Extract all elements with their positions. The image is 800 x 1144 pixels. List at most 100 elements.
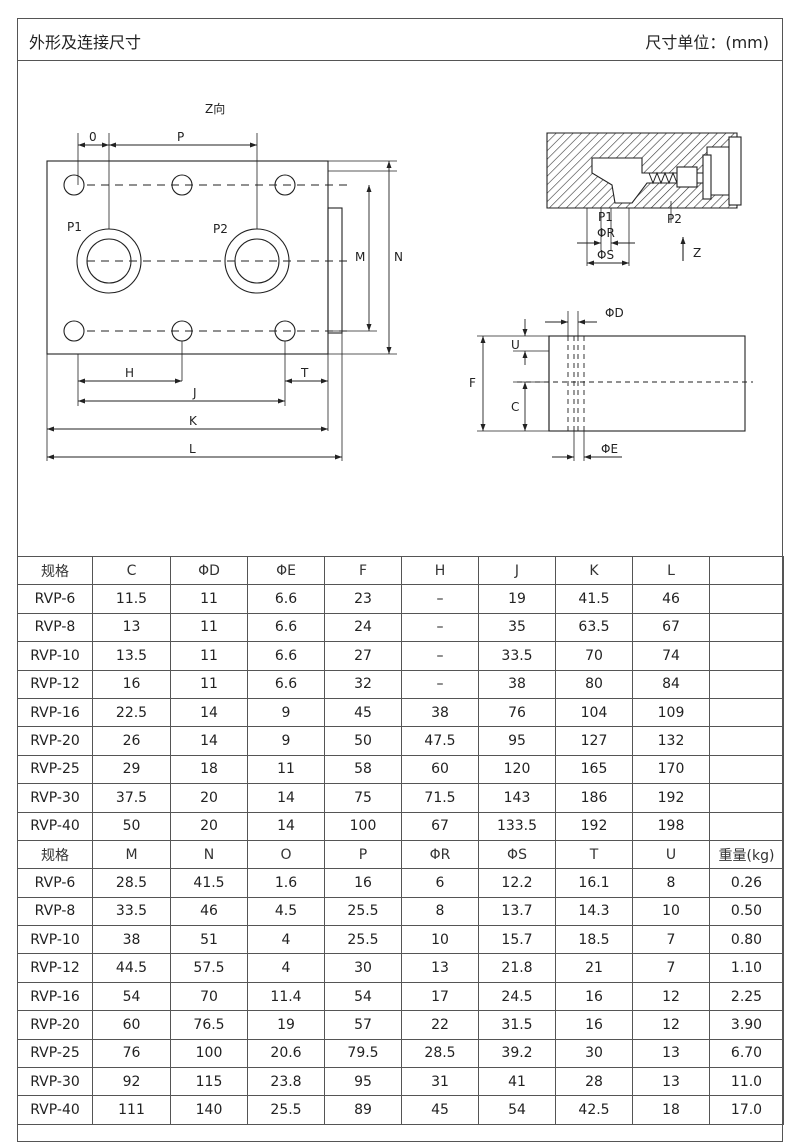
table-cell: RVP-30 (17, 783, 93, 813)
table-cell: RVP-6 (17, 868, 93, 898)
table-cell: 35 (478, 612, 556, 643)
table-header-cell: 重量(kg) (709, 839, 784, 870)
table-cell (709, 726, 784, 756)
table-cell: 30 (555, 1038, 633, 1069)
table-header-cell: L (632, 555, 710, 586)
table-cell: 76 (92, 1038, 171, 1069)
table-cell (709, 754, 784, 785)
table-cell: 132 (632, 726, 710, 756)
side-view-labels: ΦD U F C ΦE (469, 306, 624, 456)
table-cell: 127 (555, 726, 633, 756)
table-cell: 2.25 (709, 981, 784, 1012)
table-cell: 109 (632, 697, 710, 728)
table-cell: RVP-40 (17, 1095, 93, 1125)
table-cell: 84 (632, 669, 710, 699)
table-cell: 0.26 (709, 868, 784, 898)
table-cell: 89 (324, 1095, 402, 1125)
table-cell: 13 (632, 1067, 710, 1097)
table-cell: 45 (401, 1095, 479, 1125)
table-cell: RVP-16 (17, 981, 93, 1012)
table-cell: 0.50 (709, 896, 784, 927)
table-cell: 11 (170, 641, 248, 671)
table-cell: 54 (478, 1095, 556, 1125)
table-cell: 13 (401, 953, 479, 983)
table-cell: RVP-8 (17, 612, 93, 643)
table-cell: 11 (170, 584, 248, 614)
table-cell: 37.5 (92, 783, 171, 813)
table-cell: 11 (170, 669, 248, 699)
table-cell: 70 (555, 641, 633, 671)
table-cell: 23.8 (247, 1067, 325, 1097)
port-p1-label: P1 (67, 220, 82, 234)
table-cell: 1.6 (247, 868, 325, 898)
table-cell: 12.2 (478, 868, 556, 898)
table-cell: 18 (632, 1095, 710, 1125)
table-cell: 21.8 (478, 953, 556, 983)
table-cell: RVP-16 (17, 697, 93, 728)
side-view (477, 311, 753, 461)
table-cell: RVP-20 (17, 726, 93, 756)
z-view-label: Z向 (205, 101, 225, 116)
table-cell: 38 (478, 669, 556, 699)
table-cell: 111 (92, 1095, 171, 1125)
table-cell: 54 (324, 981, 402, 1012)
table-cell: 19 (478, 584, 556, 614)
table-cell: 22 (401, 1010, 479, 1040)
table-cell: 33.5 (478, 641, 556, 671)
table-header-cell: P (324, 839, 402, 870)
table-cell: 11 (170, 612, 248, 643)
front-view-labels: Z向 0 P P1 P2 M N H T J K L (67, 101, 403, 456)
table-cell: 30 (324, 953, 402, 983)
table-cell: 92 (92, 1067, 171, 1097)
table-cell: 28.5 (401, 1038, 479, 1069)
table-cell: 28 (555, 1067, 633, 1097)
table-cell: 14 (247, 783, 325, 813)
table-cell: 186 (555, 783, 633, 813)
table-cell: 16 (92, 669, 171, 699)
table-cell: 71.5 (401, 783, 479, 813)
table-header-cell: ΦD (170, 555, 248, 586)
table-cell: 15.7 (478, 925, 556, 955)
table-cell: 14 (247, 811, 325, 841)
table-header-cell: J (478, 555, 556, 586)
table-cell: 60 (92, 1010, 171, 1040)
table-cell: 51 (170, 925, 248, 955)
table-cell: 31 (401, 1067, 479, 1097)
table-cell: 14 (170, 697, 248, 728)
technical-drawing: Z向 0 P P1 P2 M N H T J K L (17, 61, 783, 556)
table-header-cell: H (401, 555, 479, 586)
table-header-cell: O (247, 839, 325, 870)
table-cell: 33.5 (92, 896, 171, 927)
table-cell: 12 (632, 1010, 710, 1040)
table-cell: 100 (170, 1038, 248, 1069)
dim-l-label: L (189, 442, 196, 456)
table-cell: 70 (170, 981, 248, 1012)
table-cell: 39.2 (478, 1038, 556, 1069)
table-cell: RVP-12 (17, 669, 93, 699)
table-cell: 6.6 (247, 669, 325, 699)
table-cell: RVP-30 (17, 1067, 93, 1097)
table-cell: 11 (247, 754, 325, 785)
sec-s-label: ΦS (597, 248, 614, 262)
table-cell: 16.1 (555, 868, 633, 898)
table-cell: 16 (555, 981, 633, 1012)
table-cell: 50 (92, 811, 171, 841)
table-cell: 27 (324, 641, 402, 671)
table-cell: 4.5 (247, 896, 325, 927)
table-header-cell: 规格 (17, 555, 93, 586)
table-cell: – (401, 612, 479, 643)
table-cell: 23 (324, 584, 402, 614)
table-cell: 7 (632, 953, 710, 983)
dim-o-label: 0 (89, 130, 97, 144)
table-cell: 8 (401, 896, 479, 927)
table-cell: 9 (247, 697, 325, 728)
table-cell: 17.0 (709, 1095, 784, 1125)
front-view-side-plate (327, 207, 343, 334)
dim-n-label: N (394, 250, 403, 264)
